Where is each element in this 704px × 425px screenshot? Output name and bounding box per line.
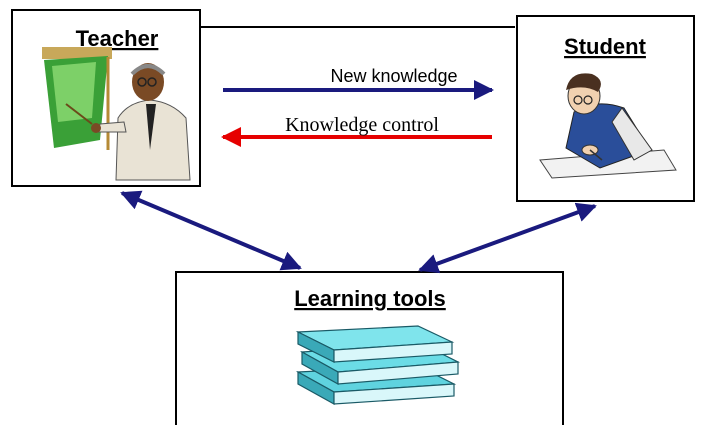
tools-title: Learning tools <box>294 286 446 311</box>
student-tools-arrow <box>418 202 597 274</box>
student-icon <box>539 73 677 179</box>
student-title: Student <box>564 34 647 59</box>
new-knowledge-edge: New knowledge <box>223 66 494 100</box>
teacher-node: Teacher <box>11 9 201 187</box>
new-knowledge-label: New knowledge <box>330 66 457 86</box>
knowledge-control-edge: Knowledge control <box>221 114 492 147</box>
student-node: Student <box>516 15 695 202</box>
tools-node: Learning tools <box>175 271 564 425</box>
teacher-icon <box>42 47 191 181</box>
books-icon <box>295 325 461 406</box>
teacher-title: Teacher <box>76 26 159 51</box>
teacher-tools-arrow <box>120 190 302 271</box>
knowledge-control-label: Knowledge control <box>285 114 439 136</box>
